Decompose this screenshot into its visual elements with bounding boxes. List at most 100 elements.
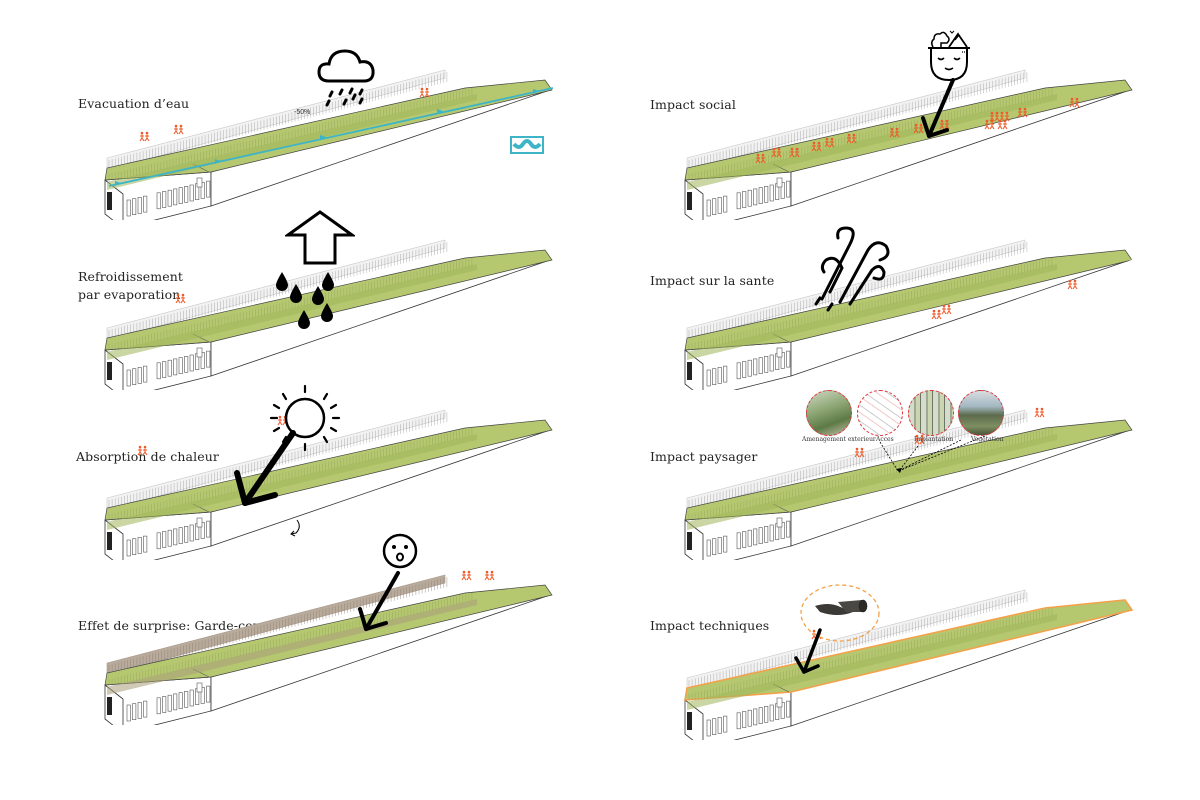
people-icon [824,137,835,148]
window [156,192,161,210]
thumbnail-amenagement[interactable] [806,390,852,436]
window [126,199,131,217]
window [706,369,711,387]
window [776,517,783,528]
window [137,367,142,384]
window [764,526,769,543]
window [132,538,137,555]
window [184,186,189,203]
window [178,187,183,204]
curl-arrow-icon [290,519,300,537]
dashed-pointer-lines [879,435,986,473]
people-icon [461,570,472,581]
people-icon [771,147,782,158]
window [742,361,747,378]
window [178,692,183,709]
window [780,702,785,719]
window [178,527,183,544]
window [742,711,747,728]
front-railing [107,264,477,360]
window [200,687,205,704]
window [736,192,741,210]
door-icon [107,532,112,550]
thumbnail-implantation[interactable] [908,390,954,436]
window [143,700,148,718]
calm-head-icon [928,30,970,82]
window [126,369,131,387]
building-diagram [684,69,1133,220]
window [184,691,189,708]
people-icon [175,293,186,304]
membrane-roll-icon [800,584,880,642]
water-wave-icon [510,136,544,154]
path-line [1054,259,1134,297]
window [747,359,752,377]
window [758,707,763,724]
building-diagram [684,239,1134,390]
window [764,706,769,723]
window [206,685,211,703]
panel-label: Impact social [650,97,736,112]
window [747,529,752,547]
panel-surprise: Effet de surprise: Garde-corps [60,533,560,725]
window [764,356,769,373]
attention-arrow-icon [921,78,955,138]
window [132,703,137,720]
back-railing [686,239,1026,341]
window [723,195,728,213]
people-icon [854,447,865,458]
thumbnail-vegetation[interactable] [958,390,1004,436]
window [769,184,774,202]
panel-label: Impact techniques [650,618,770,633]
window [712,718,717,735]
window [717,537,722,554]
window [736,362,741,380]
evaporation-arrow-icon [285,210,355,265]
window [167,189,172,207]
window [780,352,785,369]
window [178,357,183,374]
water-flow-line [108,87,554,187]
panel-label: Absorption de chaleur [76,449,219,464]
panel-social: Impact social [640,30,1140,220]
flow-arrow-icon [115,181,121,186]
back-railing [106,239,446,341]
window [206,350,211,368]
panel-refroidissement: Refroidissement par evaporation [60,210,560,390]
window [786,700,791,718]
window [706,719,711,737]
thumbnail-acces[interactable] [857,390,903,436]
window [723,715,728,733]
window [196,347,203,358]
people-icon [137,445,148,456]
window [747,709,752,727]
window [126,539,131,557]
people-icon [811,141,822,152]
window [200,182,205,199]
window [173,188,178,206]
people-icon [914,434,925,445]
window [712,368,717,385]
door-icon [107,192,112,210]
window [126,704,131,722]
front-railing [687,614,1057,710]
window [736,712,741,730]
window [736,532,741,550]
surprised-face-icon [382,533,418,569]
panel-techniques: Impact techniques [640,560,1140,740]
flow-arrow-icon [215,159,221,164]
window [162,361,167,378]
front-railing [687,434,1057,530]
window [189,524,194,542]
window [712,198,717,215]
window [753,708,758,726]
window [200,352,205,369]
window [173,358,178,376]
wind-icon [814,226,890,312]
window [753,528,758,546]
people-icon [139,131,150,142]
people-icon [1017,107,1028,118]
people-icon [789,147,800,158]
front-railing [687,94,1057,190]
window [132,198,137,215]
